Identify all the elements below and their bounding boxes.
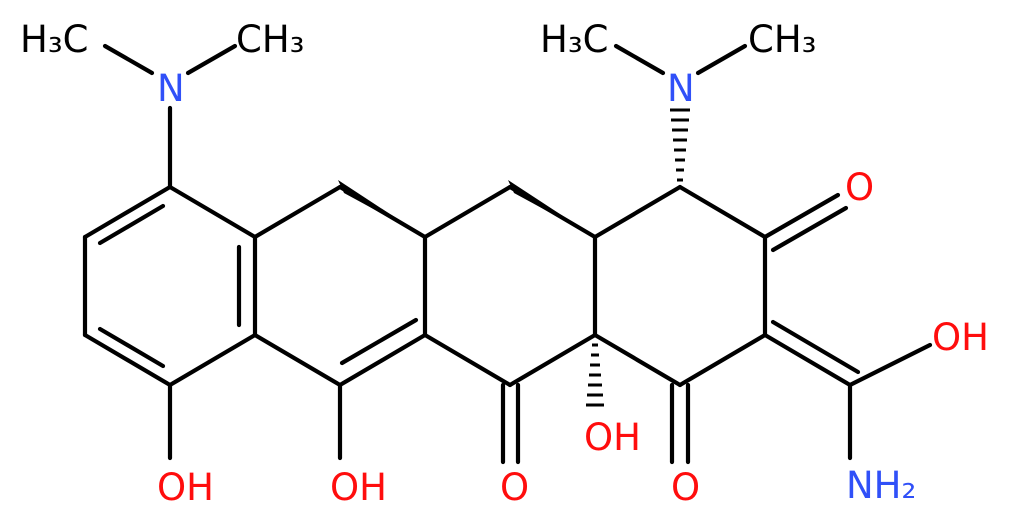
hydroxyl-label: OH	[932, 316, 989, 359]
bond-layer	[82, 43, 933, 465]
nitrogen-label: N	[667, 67, 695, 110]
wedge-bonds	[338, 180, 595, 237]
methyl-label: H₃C	[540, 18, 609, 61]
hydroxyl-label: OH	[157, 466, 214, 509]
hashed-bonds	[586, 108, 690, 407]
methyl-label: CH₃	[748, 18, 817, 61]
oxygen-label: O	[500, 466, 529, 509]
oxygen-label: O	[845, 166, 874, 209]
hydroxyl-label: OH	[330, 466, 387, 509]
methyl-label: H₃C	[20, 18, 89, 61]
methyl-label: CH₃	[236, 18, 305, 61]
nitrogen-label: N	[157, 67, 185, 110]
atom-labels: H₃C CH₃ N H₃C CH₃ N O OH NH₂ O OH O OH O…	[20, 18, 989, 509]
amine-right-bonds	[613, 43, 748, 76]
amine-label: NH₂	[846, 464, 916, 507]
hydroxyl-label: OH	[584, 416, 641, 459]
oxygen-label: O	[671, 466, 700, 509]
